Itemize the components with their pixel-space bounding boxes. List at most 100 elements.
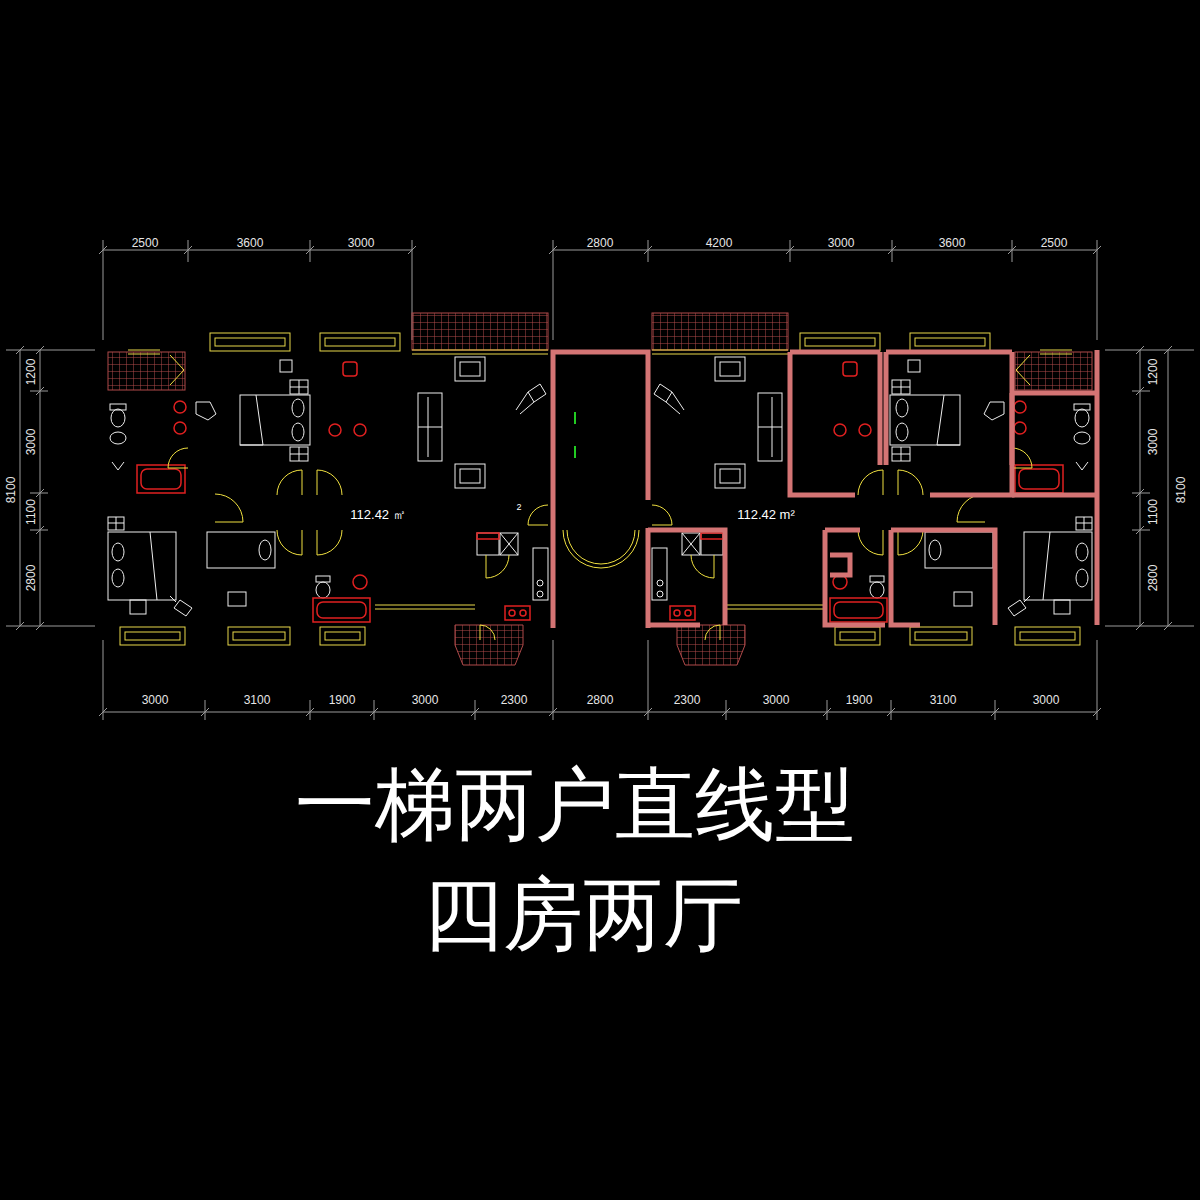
wall-part [646,528,651,628]
furniture-part [316,582,330,598]
wall-part [886,352,1012,495]
furniture-part [112,569,124,587]
dimension-line-part [103,240,1097,340]
dimension-text: 2500 [1040,237,1069,249]
furniture-part [290,380,308,394]
balcony-hatch [108,313,548,665]
dimension-line-part [1136,346,1172,630]
dimension-text: 3000 [827,237,856,249]
balcony-hatch-part [412,313,548,350]
window-part [325,338,395,346]
dimension-text: 3000 [347,237,376,249]
furniture-part [460,469,480,483]
sanitary-fixture-part [174,401,186,413]
window-part [228,627,290,645]
furniture-part [259,540,271,560]
sanitary-fixture-part [354,424,366,436]
door-swing-part [528,505,548,525]
window-part [233,632,285,640]
wall-part [1012,350,1097,625]
balcony-hatch-part [108,352,185,390]
furniture-part [112,543,124,561]
stair-detail-part [574,412,576,458]
window-part [215,338,285,346]
furniture-part [207,532,275,568]
dimension-text: 3000 [1147,428,1159,457]
wall-part [878,352,883,465]
balcony-hatch-part [455,625,523,665]
furniture-part [516,384,546,414]
furniture-part [477,533,499,555]
door-swing-part [170,355,184,385]
furniture-part [418,397,442,457]
window-part [320,333,400,351]
furniture [108,357,548,616]
dimension-text: 3600 [938,237,967,249]
dimension-text: 1200 [25,358,37,387]
dimension-line-part [103,250,1097,251]
dimension-text: 2800 [25,564,37,593]
dimension-text: 4200 [705,237,734,249]
wall-part [553,352,648,628]
dimension-text: 2800 [586,694,615,706]
sanitary-fixture-part [317,602,366,618]
door-swing-part [480,625,495,640]
area-text: 112.42 m² [736,508,796,521]
dimension-text: 1900 [328,694,357,706]
furniture-part [108,517,124,530]
furniture-part [290,447,308,461]
dimension-text: 8100 [5,476,17,505]
sanitary-fixture [137,362,530,622]
dimension-line-part [6,350,95,626]
plan-subtitle: 四房两厅 [423,875,743,955]
furniture-part [500,533,518,555]
door-number: 2 [515,503,522,512]
furniture-part [533,548,548,600]
dimension-text: 3000 [141,694,170,706]
furniture-part [280,360,292,372]
sanitary-fixture-part [329,424,341,436]
dimension-text: 2800 [1147,564,1159,593]
unit-plan [108,313,548,665]
dimension-line-part [1105,350,1194,626]
wall-part [891,530,995,625]
sanitary-fixture-part [313,598,370,622]
dimension-line-part [99,708,1101,716]
dimension-text: 2500 [131,237,160,249]
wall-part [930,352,1012,495]
window-part [125,632,180,640]
door-swing-part [215,494,243,522]
furniture-part [418,393,442,461]
sanitary-fixture-part [505,606,530,620]
furniture-part [110,432,126,444]
dimension-line-part [103,640,1097,720]
dimension-text: 3000 [25,428,37,457]
door-swing-part [168,448,188,468]
wall-part [830,555,850,575]
furniture-part [537,591,543,597]
window-part [325,632,360,640]
dimension-line-part [16,346,44,630]
furniture-part [292,399,304,417]
sanitary-fixture-part [477,533,499,539]
furniture-part [500,533,518,555]
sanitary-fixture-part [174,422,186,434]
door-swing-part [277,470,302,495]
dimension-text: 1100 [1147,498,1159,526]
furniture-part [150,532,157,600]
sanitary-fixture-part [353,575,367,589]
furniture-part [316,576,330,582]
door-swing-part [317,530,342,555]
furniture-part [290,380,308,394]
wall-part [1012,493,1097,498]
stair-detail [563,412,639,568]
furniture-part [290,447,308,461]
plan-title: 一梯两户直线型 [295,765,855,845]
furniture-part [130,600,146,614]
furniture-part [170,596,192,616]
sanitary-fixture-part [343,362,357,376]
wall [553,350,1097,628]
dimension-text: 1900 [845,694,874,706]
wall-part [790,352,880,495]
